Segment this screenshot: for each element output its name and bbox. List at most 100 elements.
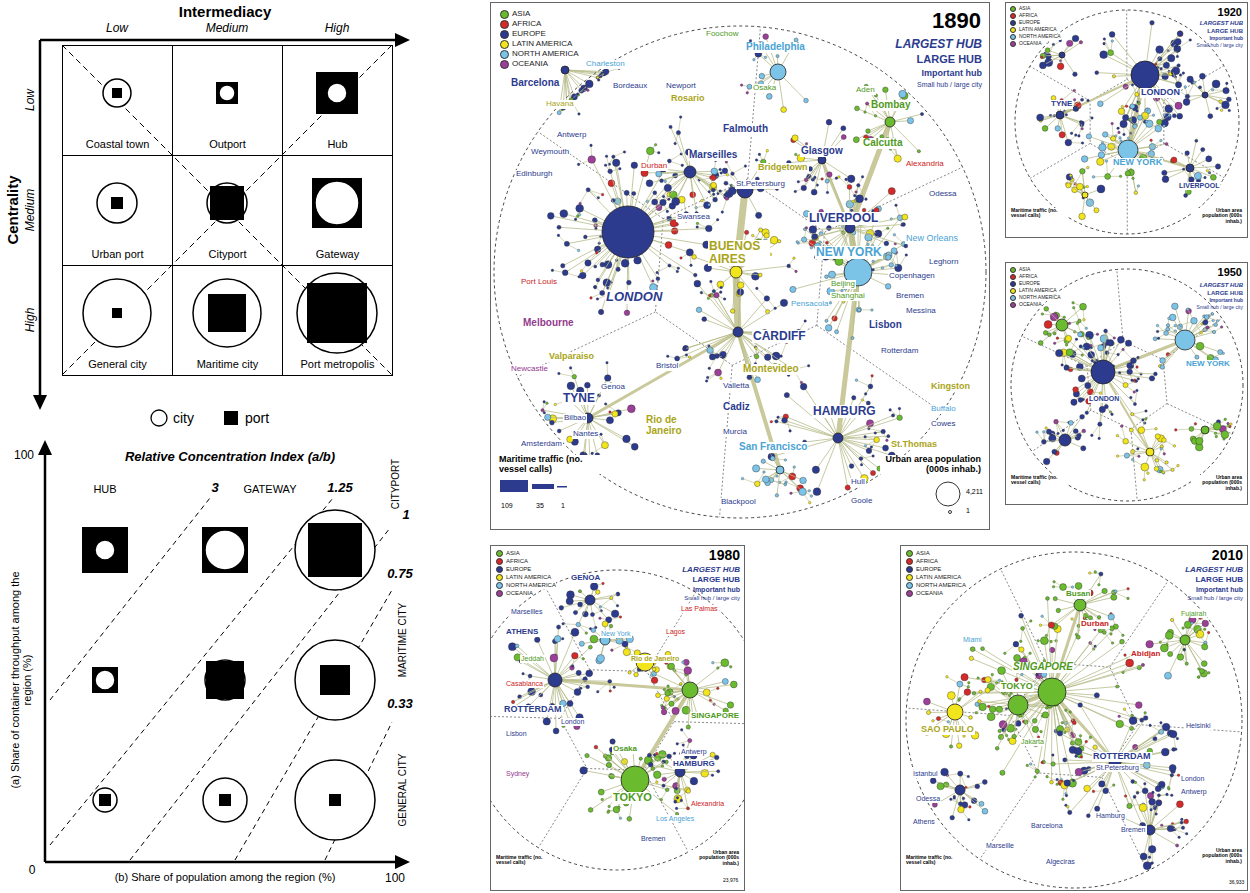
port-dot bbox=[872, 260, 875, 263]
port-dot bbox=[541, 409, 544, 412]
port-dot bbox=[696, 226, 699, 229]
port-dot bbox=[1073, 89, 1076, 92]
port-dot bbox=[793, 257, 796, 260]
port-dot bbox=[808, 501, 811, 504]
port-dot bbox=[585, 80, 593, 88]
port-dot bbox=[723, 298, 726, 301]
port-dot bbox=[1038, 341, 1043, 346]
port-dot bbox=[597, 79, 600, 82]
port-dot bbox=[608, 169, 613, 174]
port-dot bbox=[1210, 174, 1216, 180]
port-dot bbox=[1145, 410, 1148, 413]
port-dot bbox=[551, 269, 554, 272]
port-dot bbox=[801, 185, 807, 191]
port-dot bbox=[1177, 64, 1180, 67]
port-dot bbox=[569, 367, 572, 370]
port-dot bbox=[883, 445, 889, 451]
port-dot bbox=[801, 237, 806, 242]
port-dot bbox=[1055, 349, 1062, 356]
port-dot bbox=[1076, 183, 1083, 190]
port-dot bbox=[1123, 383, 1128, 388]
port-dot bbox=[662, 195, 665, 198]
city-circle bbox=[83, 279, 151, 347]
port-dot bbox=[766, 94, 772, 100]
port-dot bbox=[881, 429, 886, 434]
port-dot bbox=[1214, 323, 1218, 327]
port-dot bbox=[1046, 53, 1052, 59]
port-dot bbox=[871, 309, 874, 312]
port-dot bbox=[696, 307, 702, 313]
port-dot bbox=[1131, 365, 1134, 368]
port-dot bbox=[558, 372, 561, 375]
port-dot bbox=[795, 270, 798, 273]
port-dot bbox=[762, 476, 769, 483]
port-square bbox=[112, 308, 122, 318]
port-dot bbox=[1105, 173, 1111, 179]
port-dot bbox=[756, 287, 759, 290]
port-dot bbox=[1222, 101, 1230, 109]
port-dot bbox=[719, 291, 722, 294]
port-dot bbox=[1136, 389, 1139, 392]
port-dot bbox=[857, 308, 861, 312]
port-dot bbox=[704, 202, 711, 209]
port-dot bbox=[679, 116, 682, 119]
port-dot bbox=[1127, 369, 1133, 375]
port-dot bbox=[1065, 365, 1070, 370]
port-dot bbox=[1194, 172, 1201, 179]
port-dot bbox=[1123, 133, 1126, 136]
port-dot bbox=[1157, 119, 1162, 124]
port-dot bbox=[604, 375, 611, 382]
port-dot bbox=[1113, 337, 1116, 340]
port-dot bbox=[752, 465, 759, 472]
hub-circle bbox=[1082, 192, 1088, 198]
port-dot bbox=[580, 270, 583, 273]
port-dot bbox=[1160, 67, 1163, 70]
port-dot bbox=[597, 196, 600, 199]
port-dot bbox=[917, 150, 920, 153]
hub-circle bbox=[730, 266, 742, 278]
port-dot bbox=[845, 178, 848, 181]
arrow-head bbox=[33, 395, 47, 410]
port-dot bbox=[660, 199, 666, 205]
port-dot bbox=[690, 192, 696, 198]
port-dot bbox=[632, 191, 636, 195]
port-dot bbox=[1098, 437, 1101, 440]
dashed-line bbox=[235, 590, 392, 860]
port-dot bbox=[619, 167, 622, 170]
route-line bbox=[776, 421, 838, 438]
port-dot bbox=[1150, 20, 1155, 25]
port-dot bbox=[883, 87, 889, 93]
dashed-line bbox=[62, 45, 392, 375]
port-dot bbox=[787, 264, 791, 268]
port-dot bbox=[710, 176, 713, 179]
port-dot bbox=[796, 241, 799, 244]
port-dot bbox=[902, 222, 906, 226]
port-dot bbox=[1201, 148, 1205, 152]
port-dot bbox=[722, 356, 725, 359]
hub-circle bbox=[818, 156, 826, 164]
port-dot bbox=[711, 188, 715, 192]
port-square bbox=[316, 72, 358, 114]
port-dot bbox=[1164, 331, 1169, 336]
port-dot bbox=[907, 118, 913, 124]
hub-circle bbox=[561, 66, 569, 74]
port-square bbox=[92, 667, 118, 693]
port-dot bbox=[1138, 102, 1141, 105]
port-dot bbox=[547, 213, 554, 220]
port-dot bbox=[605, 155, 608, 158]
port-dot bbox=[1160, 358, 1166, 364]
route-line bbox=[1062, 55, 1075, 74]
axis-line bbox=[39, 40, 42, 398]
port-dot bbox=[1094, 208, 1099, 213]
port-dot bbox=[596, 76, 599, 79]
port-dot bbox=[701, 199, 704, 202]
port-dot bbox=[1085, 382, 1091, 388]
port-dot bbox=[557, 111, 561, 115]
port-dot bbox=[874, 437, 880, 443]
port-dot bbox=[1211, 89, 1214, 92]
port-dot bbox=[805, 227, 808, 230]
route-line bbox=[838, 418, 900, 438]
port-dot bbox=[1111, 40, 1114, 43]
port-dot bbox=[595, 252, 598, 255]
port-dot bbox=[708, 203, 711, 206]
